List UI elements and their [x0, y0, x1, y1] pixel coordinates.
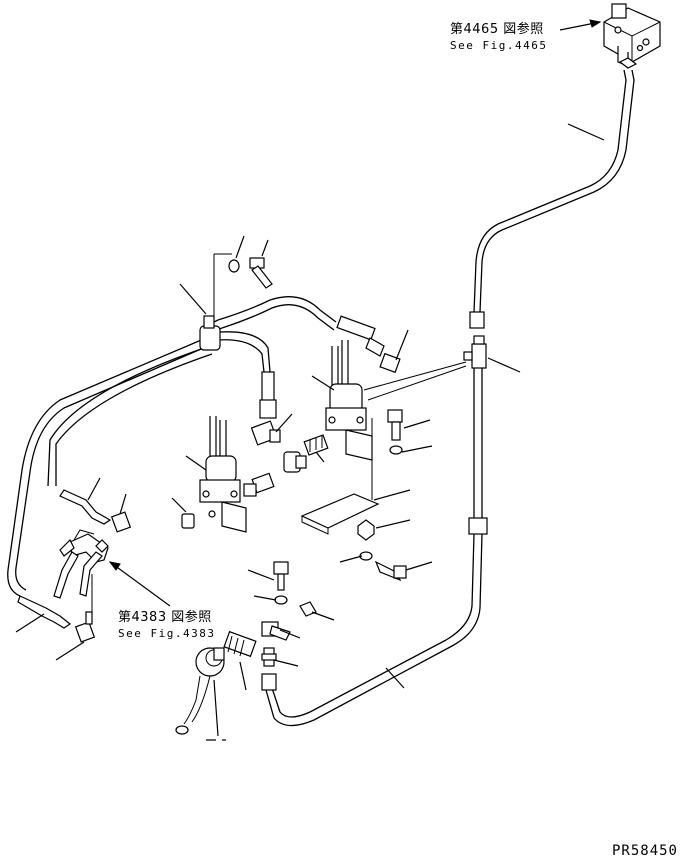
plug-nut	[181, 513, 195, 529]
reference-top: 第4465 図参照 See Fig.4465	[450, 18, 560, 52]
bracket-plate	[300, 493, 380, 535]
tee-fitting	[463, 335, 487, 369]
quick-coupler	[223, 630, 257, 658]
nut-right	[357, 519, 375, 541]
reference-left: 第4383 図参照 See Fig.4383	[118, 606, 228, 640]
reference-left-en: See Fig.4383	[118, 627, 216, 640]
valve-block-fig-4465	[603, 3, 661, 69]
washer	[228, 259, 240, 273]
drawing-code: PR58450	[611, 843, 678, 859]
hose-to-left-fitting	[209, 296, 337, 325]
pipe-lower	[271, 533, 475, 718]
bolt-right	[387, 409, 403, 441]
pressure-gauge	[175, 647, 225, 735]
hose-middle	[47, 331, 271, 487]
hose-fitting-top	[336, 315, 401, 374]
elbow-left-bottom	[74, 611, 96, 643]
reference-left-jp: 第4383 図参照	[118, 610, 212, 625]
washer-right	[389, 445, 403, 455]
pipe-nut-mid-right	[468, 517, 488, 535]
bolt	[249, 257, 273, 289]
hose-outer-left	[7, 337, 207, 597]
washer-center	[274, 595, 288, 605]
elbow-left-top	[110, 511, 132, 533]
hose-clamp	[199, 315, 221, 351]
solenoid-valve-right	[325, 340, 373, 461]
adapter-1	[243, 472, 275, 497]
reference-top-en: See Fig.4465	[450, 39, 548, 52]
pipe-lower-nut	[261, 673, 277, 691]
solenoid-valve-left	[199, 416, 247, 533]
bolt-center	[273, 561, 289, 591]
plug-cap	[299, 601, 317, 617]
bolt-lower	[374, 560, 407, 582]
hose-fitting-left-top	[59, 489, 112, 525]
hose-fitting-mid	[259, 371, 277, 419]
control-lever-fig-4383	[53, 529, 109, 599]
pipe-upper-nut	[469, 311, 485, 329]
elbow-fitting	[250, 420, 281, 446]
adapter-3	[303, 434, 329, 456]
hose-fitting-left-bottom	[17, 595, 72, 629]
adapter-2	[283, 451, 307, 473]
reference-top-jp: 第4465 図参照	[450, 22, 544, 37]
pipe-upper	[473, 69, 627, 313]
nipple	[261, 647, 277, 667]
mounting-bracket	[261, 621, 291, 641]
